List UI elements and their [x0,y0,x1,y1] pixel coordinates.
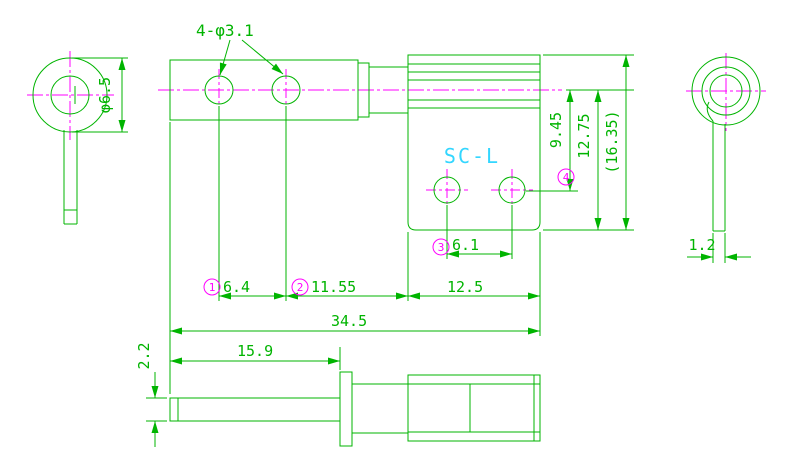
stem-length-label: 15.9 [237,342,273,360]
pin-width-label: 1.2 [688,236,715,254]
knuckle-outer-circle [32,57,108,133]
hole-pitch-label: 6.4 [223,278,250,296]
dim-knuckle-dia: φ6.5 [72,57,128,133]
callout-holes: 4-φ3.1 [196,21,284,76]
right-plate [407,54,541,231]
dim-pin-width: 1.2 [687,233,751,263]
index-1-circle [203,278,221,296]
plate-height-ref-label: (16.35) [603,110,621,173]
bottom-flange [339,371,353,447]
index-4-label: 4 [563,171,570,184]
stem-hook-arc [706,101,714,122]
total-width-label: 34.5 [331,312,367,330]
mount-hole-1 [204,75,234,105]
left-view-centerlines [27,51,114,140]
dim-plate-height-ref: (16.35) [603,55,630,230]
bottom-right-block [407,374,541,442]
center-to-hole-label: 9.45 [547,112,565,148]
right-plate-width-label: 12.5 [447,278,483,296]
right-dimension-column: 9.45 4 12.75 (16.35) [526,54,634,231]
bottom-stem [169,397,341,422]
index-1-label: 1 [209,281,216,294]
bottom-right-block-details [408,375,540,441]
pin-stem-right [706,101,726,232]
hole-callout-label: 4-φ3.1 [196,21,254,40]
part-label: SC-L [444,144,500,168]
right-knuckle-ring-circle [701,66,751,116]
pin-thickness-label: 2.2 [135,342,153,369]
mount-hole-3 [433,176,461,204]
left-side-view: φ6.5 [27,51,128,225]
front-view: SC-L 4-φ3.1 [158,21,562,231]
index-2-circle [291,278,309,296]
right-hole-spacing-label: 6.1 [452,236,479,254]
right-knuckle-inner-circle [709,74,743,108]
hole-to-plate-label: 11.55 [311,278,356,296]
dim-right-hole-spacing: 3 6.1 [432,205,513,259]
knuckle-lines [408,63,540,109]
index-4-circle [557,168,575,186]
center-to-bottom-label: 12.75 [575,113,593,158]
right-knuckle-outer-circle [691,56,761,126]
dim-stem-length: 15.9 [170,342,341,370]
mount-hole-4 [498,176,526,204]
index-3-label: 3 [438,241,445,254]
bottom-mid-block [351,383,409,434]
mount-hole-2 [271,75,301,105]
index-3-circle [432,238,450,256]
bottom-view [169,371,541,447]
dim-center-to-hole: 9.45 4 [547,90,575,191]
dim-pin-thickness: 2.2 [135,342,167,447]
index-2-label: 2 [297,281,304,294]
right-view-centerlines [686,53,766,131]
dim-center-to-bottom: 12.75 [575,90,602,230]
dim-chain-row: 1 6.4 2 11.55 12.5 [203,106,541,336]
knuckle-inner-circle [50,75,90,115]
knuckle-dia-label: φ6.5 [96,77,114,113]
dim-total-width: 34.5 [169,122,540,394]
pin-stem-left [63,130,78,225]
right-side-view: 1.2 [686,53,766,263]
